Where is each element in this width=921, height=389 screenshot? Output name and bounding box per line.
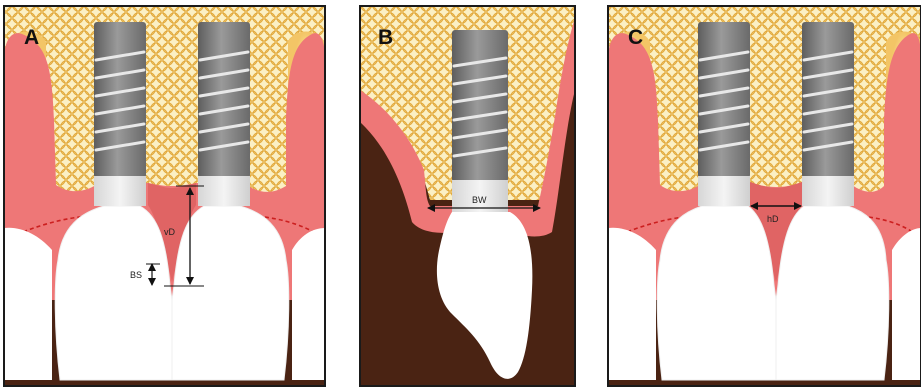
panel-c-crown-right <box>776 206 889 380</box>
panel-a-crown-left <box>55 206 172 380</box>
panel-a-vd-label: vD <box>164 227 176 237</box>
panel-b: BW B <box>360 6 575 386</box>
panel-c: hD C <box>608 6 921 386</box>
panel-c-letter: C <box>628 26 643 49</box>
panel-c-right-side-tooth <box>892 228 921 380</box>
panel-c-abutment-right <box>802 176 854 206</box>
panel-c-hd-label: hD <box>767 214 779 224</box>
panel-b-bw-label: BW <box>472 195 487 205</box>
panel-b-letter: B <box>378 26 393 49</box>
panel-a-left-side-tooth <box>4 228 52 380</box>
panel-c-crown-left <box>657 206 776 380</box>
panel-a-abutment-left <box>94 176 146 206</box>
panel-a: vD BS A <box>4 6 325 386</box>
panel-c-implant-left-body <box>698 22 750 178</box>
panel-a-bs-label: BS <box>130 270 142 280</box>
panel-a-implant-left-body <box>94 22 146 178</box>
panel-a-right-side-tooth <box>292 228 325 380</box>
panel-c-abutment-left <box>698 176 750 206</box>
panel-c-implant-right-body <box>802 22 854 178</box>
panel-a-abutment-right <box>198 176 250 206</box>
panel-a-implant-right-body <box>198 22 250 178</box>
panel-a-letter: A <box>24 26 39 49</box>
panel-c-left-side-tooth <box>608 228 656 380</box>
panel-b-implant-body <box>452 30 508 182</box>
